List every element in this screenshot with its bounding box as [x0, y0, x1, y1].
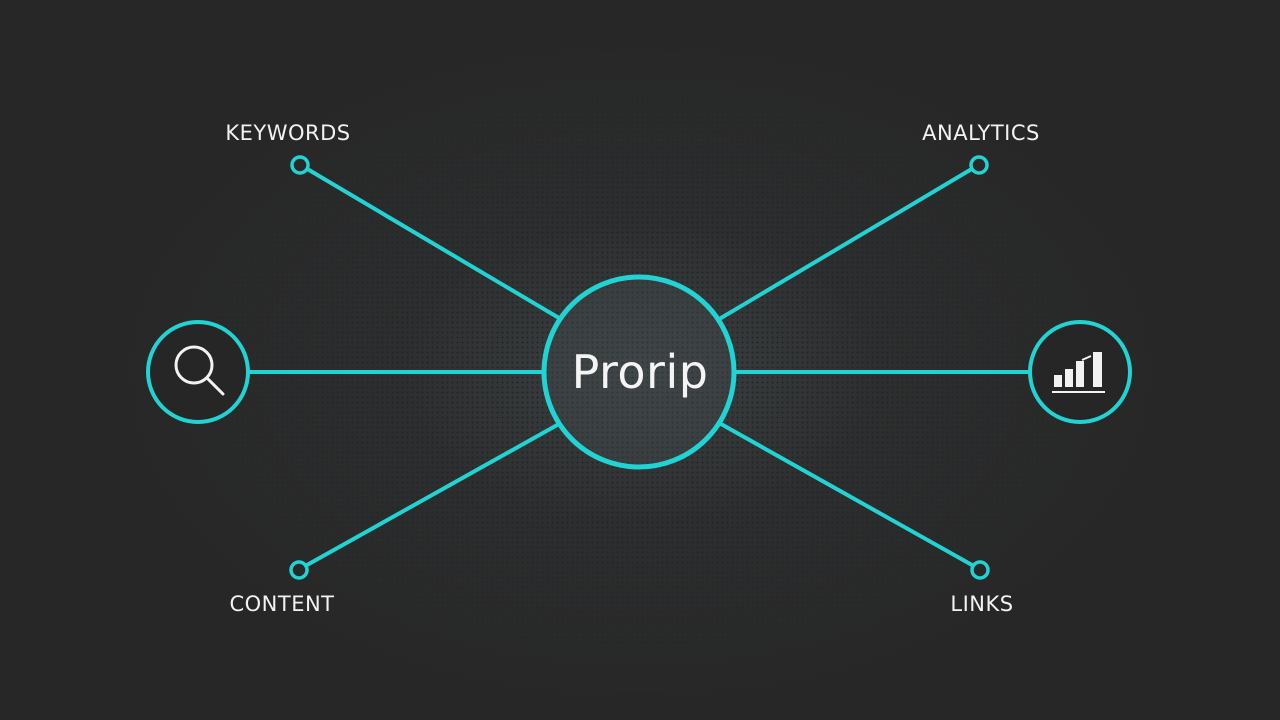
- hub-label: Prorip: [571, 345, 709, 399]
- connector-keywords: [307, 168, 561, 320]
- connector-links: [719, 422, 974, 567]
- search-node-circle[interactable]: [146, 320, 250, 424]
- bar-chart-icon: [1052, 352, 1105, 393]
- content-node-ring[interactable]: [289, 560, 309, 580]
- links-node-ring[interactable]: [970, 560, 990, 580]
- links-label: LINKS: [950, 592, 1014, 616]
- connector-analytics: [719, 168, 972, 320]
- search-icon: [174, 345, 225, 396]
- connector-content: [305, 422, 561, 567]
- content-label: CONTENT: [229, 592, 335, 616]
- keywords-label: KEYWORDS: [225, 121, 351, 145]
- analytics-node-ring[interactable]: [969, 155, 989, 175]
- hub-circle[interactable]: [541, 274, 737, 470]
- analytics-label: ANALYTICS: [922, 121, 1040, 145]
- keywords-node-ring[interactable]: [290, 155, 310, 175]
